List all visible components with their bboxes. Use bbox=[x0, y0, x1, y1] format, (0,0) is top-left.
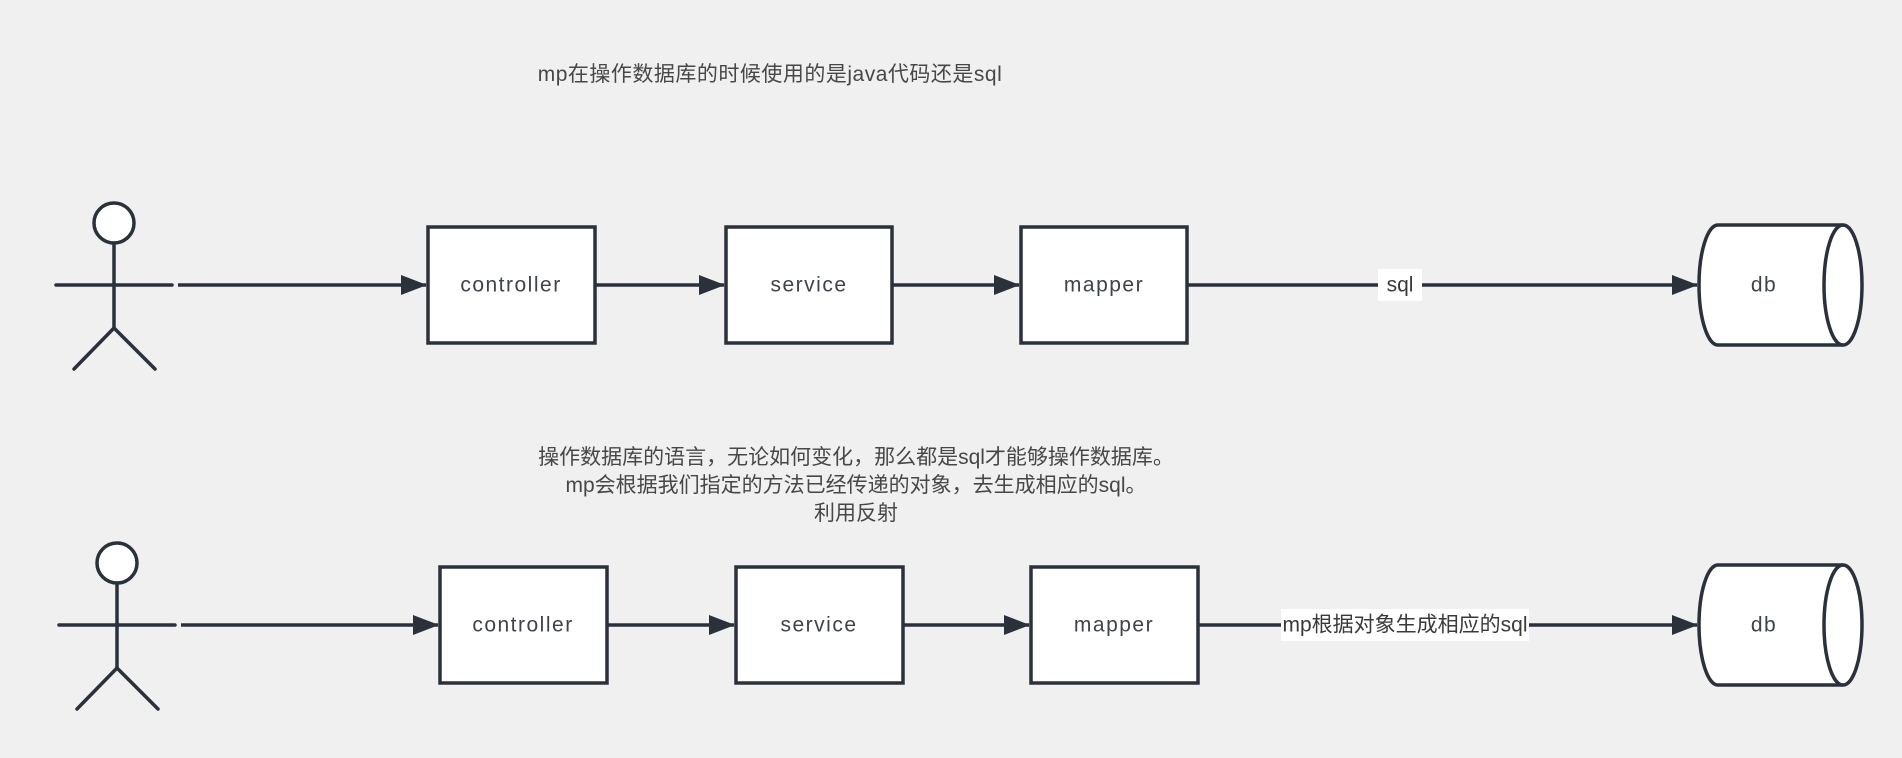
edge-label-text: mp根据对象生成相应的sql bbox=[1282, 614, 1527, 637]
diagram-title: mp在操作数据库的时候使用的是java代码还是sql bbox=[537, 63, 1003, 86]
node-controller-top: controller bbox=[426, 225, 597, 345]
service-box bbox=[724, 225, 894, 345]
mapper-label: mapper bbox=[1064, 274, 1144, 297]
node-controller-bottom: controller bbox=[438, 565, 609, 685]
db-cylinder-cap bbox=[1822, 563, 1844, 687]
note-line-3: 利用反射 bbox=[814, 502, 898, 525]
db-cylinder-icon bbox=[1697, 223, 1864, 347]
note-line-1: 操作数据库的语言，无论如何变化，那么都是sql才能够操作数据库。 bbox=[538, 446, 1174, 469]
db-label: db bbox=[1751, 614, 1777, 637]
node-db-top: db bbox=[1697, 223, 1864, 347]
actor-leg-left bbox=[72, 326, 116, 371]
controller-label: controller bbox=[472, 614, 573, 637]
controller-label: controller bbox=[460, 274, 561, 297]
node-mapper-bottom: mapper bbox=[1029, 565, 1200, 685]
controller-box bbox=[426, 225, 597, 345]
flow-row-bottom: controller service mapper mp根据对象生成相应的sql… bbox=[57, 541, 1864, 711]
db-cylinder-icon bbox=[1697, 563, 1864, 687]
flow-row-top: controller service mapper sql db bbox=[54, 201, 1864, 371]
note-block: 操作数据库的语言，无论如何变化，那么都是sql才能够操作数据库。 mp会根据我们… bbox=[0, 444, 1712, 528]
edge-label-text: sql bbox=[1387, 274, 1414, 297]
edge-label-background bbox=[1281, 609, 1529, 641]
edge-label-mp-sql: mp根据对象生成相应的sql bbox=[1281, 609, 1529, 641]
actor-leg-right bbox=[112, 326, 157, 371]
edge-label-background bbox=[1378, 269, 1422, 301]
note-line-2: mp会根据我们指定的方法已经传递的对象，去生成相应的sql。 bbox=[565, 474, 1147, 497]
service-label: service bbox=[780, 614, 857, 637]
actor-head bbox=[92, 201, 136, 245]
controller-box bbox=[438, 565, 609, 685]
db-label: db bbox=[1751, 274, 1777, 297]
mapper-label: mapper bbox=[1074, 614, 1154, 637]
actor-leg-right bbox=[115, 666, 160, 711]
actor-figure-icon bbox=[54, 201, 174, 371]
edge-label-sql: sql bbox=[1378, 269, 1422, 301]
service-box bbox=[734, 565, 905, 685]
node-mapper-top: mapper bbox=[1019, 225, 1189, 345]
service-label: service bbox=[770, 274, 847, 297]
db-cylinder-cap bbox=[1822, 223, 1844, 347]
actor-head bbox=[95, 541, 139, 585]
actor-leg-left bbox=[75, 666, 119, 711]
node-db-bottom: db bbox=[1697, 563, 1864, 687]
actor-figure-icon bbox=[57, 541, 177, 711]
node-service-bottom: service bbox=[734, 565, 905, 685]
node-service-top: service bbox=[724, 225, 894, 345]
mapper-box bbox=[1019, 225, 1189, 345]
